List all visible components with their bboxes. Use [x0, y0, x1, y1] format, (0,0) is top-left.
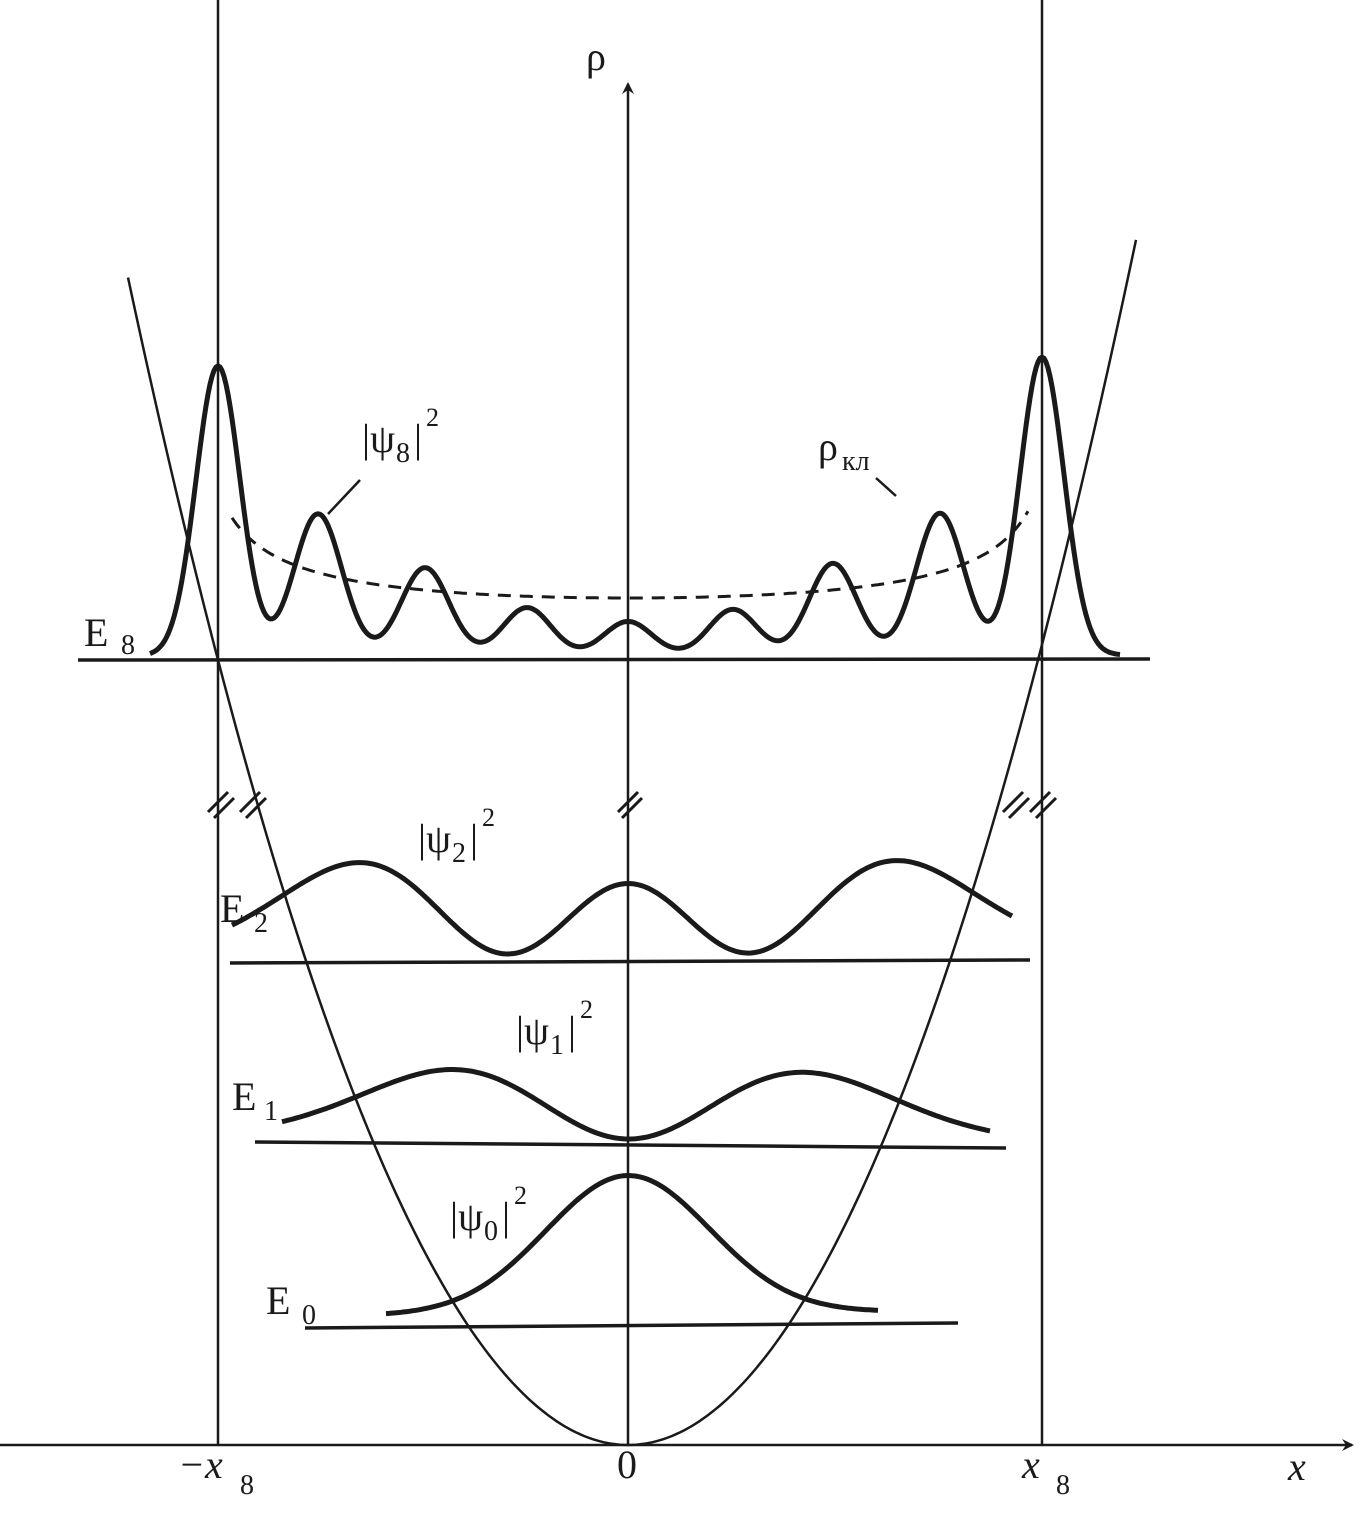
psi8-label: |ψ 8 | 2	[362, 403, 439, 469]
origin-label: 0	[617, 1442, 637, 1487]
psi0-label: |ψ 0 | 2	[450, 1181, 527, 1247]
svg-text:ρ: ρ	[818, 424, 838, 469]
x-axis-label: x	[1287, 1444, 1306, 1489]
svg-text:2: 2	[426, 403, 439, 432]
svg-text:8: 8	[396, 438, 410, 469]
svg-text:1: 1	[550, 1030, 564, 1061]
psi2-label: |ψ 2 | 2	[418, 803, 495, 869]
potential-parabola	[126, 239, 1138, 1447]
rho-cl-leader-line	[875, 477, 897, 497]
svg-text:8: 8	[1056, 1470, 1070, 1501]
svg-text:2: 2	[482, 803, 495, 832]
svg-text:|ψ: |ψ	[362, 416, 395, 461]
svg-text:|: |	[414, 416, 422, 461]
svg-text:−x: −x	[178, 1442, 223, 1487]
svg-text:|: |	[470, 816, 478, 861]
svg-text:x: x	[1021, 1442, 1040, 1487]
level-e8	[77, 657, 1151, 662]
svg-text:E: E	[232, 1074, 256, 1119]
svg-text:E: E	[84, 610, 108, 655]
svg-text:8: 8	[240, 1470, 254, 1501]
svg-text:8: 8	[121, 630, 135, 661]
svg-text:|ψ: |ψ	[450, 1194, 483, 1239]
svg-text:E: E	[266, 1278, 290, 1323]
e2-label: E 2	[220, 886, 268, 939]
svg-text:2: 2	[452, 838, 466, 869]
psi8-density-curve	[149, 354, 1121, 657]
level-e2	[229, 958, 1031, 965]
e1-label: E 1	[232, 1074, 278, 1127]
psi1-density-curve	[281, 1067, 991, 1142]
svg-text:|ψ: |ψ	[516, 1008, 549, 1053]
svg-text:1: 1	[264, 1096, 278, 1127]
neg-x8-label: −x 8	[178, 1442, 254, 1501]
psi8-leader-line	[327, 479, 361, 515]
level-e1	[254, 1140, 1007, 1150]
svg-text:|: |	[502, 1194, 510, 1239]
svg-text:кл: кл	[842, 446, 870, 477]
svg-text:E: E	[220, 886, 244, 931]
classical-density-curve	[230, 510, 1030, 600]
svg-text:2: 2	[514, 1181, 527, 1210]
e0-label: E 0	[266, 1278, 316, 1331]
svg-text:2: 2	[580, 995, 593, 1024]
pos-x8-label: x 8	[1021, 1442, 1070, 1501]
level-e0	[304, 1321, 959, 1330]
psi2-density-curve	[230, 858, 1014, 957]
rho-cl-label: ρ кл	[818, 424, 870, 477]
svg-text:|ψ: |ψ	[418, 816, 451, 861]
svg-text:0: 0	[302, 1300, 316, 1331]
svg-text:2: 2	[254, 908, 268, 939]
axis-break-marks	[206, 790, 1058, 820]
svg-text:0: 0	[484, 1216, 498, 1247]
e8-label: E 8	[84, 610, 135, 661]
psi0-density-curve	[385, 1173, 879, 1317]
psi1-label: |ψ 1 | 2	[516, 995, 593, 1061]
y-axis-label: ρ	[586, 34, 606, 79]
svg-text:|: |	[568, 1008, 576, 1053]
